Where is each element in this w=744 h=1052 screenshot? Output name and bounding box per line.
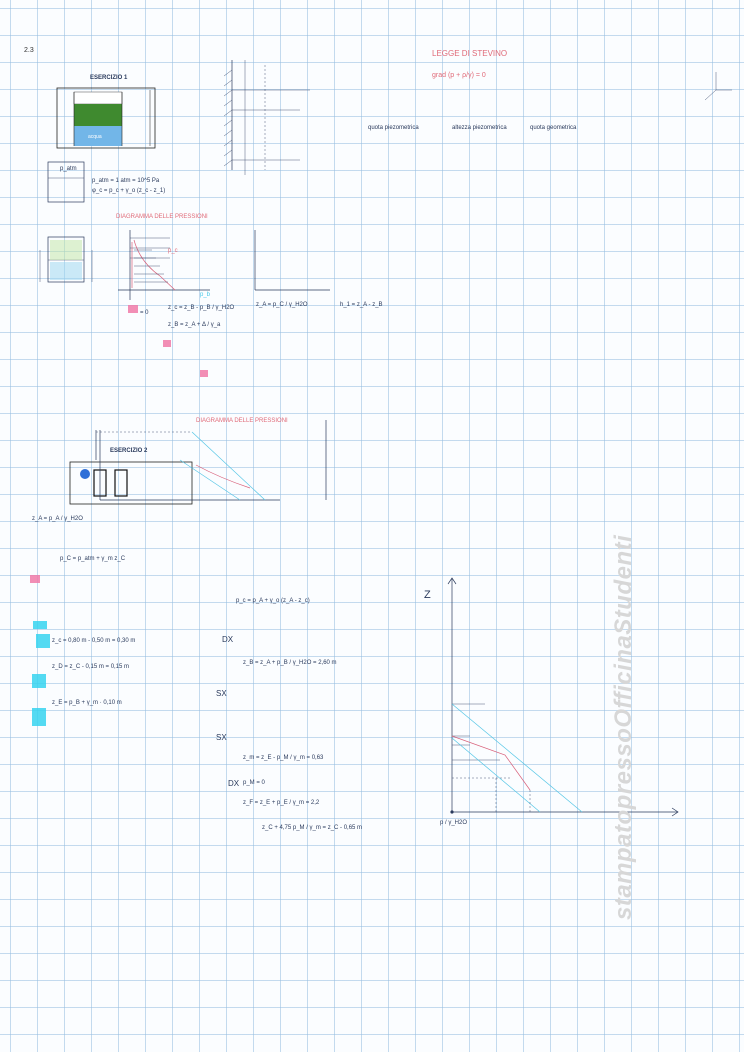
dx-label-2: DX xyxy=(228,779,240,788)
eq-zb: z_B = z_A + p_B / γ_H2O = 2,60 m xyxy=(243,660,337,666)
dx-label-1: DX xyxy=(222,635,234,644)
diagramma-label-2: DIAGRAMMA DELLE PRESSIONI xyxy=(196,418,288,424)
quota-geometrica: quota geometrica xyxy=(530,125,577,131)
grad-equation: grad (p + ρ/γ) = 0 xyxy=(432,72,486,79)
diagramma-label-1: DIAGRAMMA DELLE PRESSIONI xyxy=(116,214,208,220)
p-atm-label: p_atm xyxy=(60,166,77,172)
altezza-piezometrica: altezza piezometrica xyxy=(452,125,507,131)
wall-diagram-top xyxy=(223,60,310,175)
legge-stevino: LEGGE DI STEVINO xyxy=(432,49,508,58)
formula-h1: h_1 = z_A - z_B xyxy=(340,302,383,308)
highlights-ex2 xyxy=(30,575,50,726)
formula-zc: z_c = z_B - p_B / γ_H2O xyxy=(168,305,235,311)
sx-label-2: SX xyxy=(216,733,227,742)
eq-zc: z_c = 0,80 m - 0,50 m = 0,30 m xyxy=(52,638,136,644)
tank-figure-ex1 xyxy=(56,87,156,149)
fluid-label-top: olio xyxy=(84,96,92,102)
label-pb: p_b xyxy=(200,292,211,298)
tank-figure-ex2 xyxy=(69,430,193,505)
eq-zero: = 0 xyxy=(140,310,149,316)
eq-zd: z_D = z_C - 0,15 m = 0,15 m xyxy=(52,664,130,670)
quota-piezometrica: quota piezometrica xyxy=(368,125,419,131)
final-pressure-chart xyxy=(447,577,679,817)
eq-za: z_A = p_A / γ_H2O xyxy=(32,516,83,522)
eq-pc: p_C = p_atm + γ_m z_C xyxy=(60,556,126,562)
eq-ze: z_E = p_B + γ_m · 0,10 m xyxy=(52,700,122,706)
eq-zm: z_m = z_E - p_M / γ_m = 0,63 xyxy=(243,755,324,761)
exercise2-title: ESERCIZIO 2 xyxy=(110,448,148,454)
formula-phi-c: φ_c = p_c + γ_o (z_c - z_1) xyxy=(92,188,166,194)
axis-p-label: p / γ_H2O xyxy=(440,820,468,826)
formula-p-atm: p_atm = 1 atm = 10^5 Pa xyxy=(92,178,160,184)
eq-pc2: p_c = p_A + γ_o (z_A - z_c) xyxy=(236,598,310,604)
axis-ex1 xyxy=(254,230,330,291)
label-pc: p_c xyxy=(168,248,178,254)
sx-label-1: SX xyxy=(216,689,227,698)
eq-zc-final: z_C + 4,75 p_M / γ_m = z_C - 0,65 m xyxy=(262,825,363,831)
watermark: stampatopressoOfficinaStudenti xyxy=(610,534,637,920)
eq-zf: z_F = z_E + p_E / γ_m = 2,2 xyxy=(243,800,320,806)
formula-zb: z_B = z_A + Δ / γ_a xyxy=(168,322,221,328)
exercise1-title: ESERCIZIO 1 xyxy=(90,75,128,81)
axis-z-label: Z xyxy=(424,589,431,601)
fluid-label-bottom: acqua xyxy=(88,134,102,140)
eq-pm: p_M = 0 xyxy=(243,780,265,786)
tank-sketch-ex1 xyxy=(39,161,93,283)
axes-sketch xyxy=(704,72,732,101)
page-number: 2.3 xyxy=(24,47,34,54)
pressure-diagram-ex1 xyxy=(118,230,210,377)
formula-za: z_A = p_C / γ_H2O xyxy=(256,302,308,308)
pressure-diagram-ex2 xyxy=(99,420,327,501)
